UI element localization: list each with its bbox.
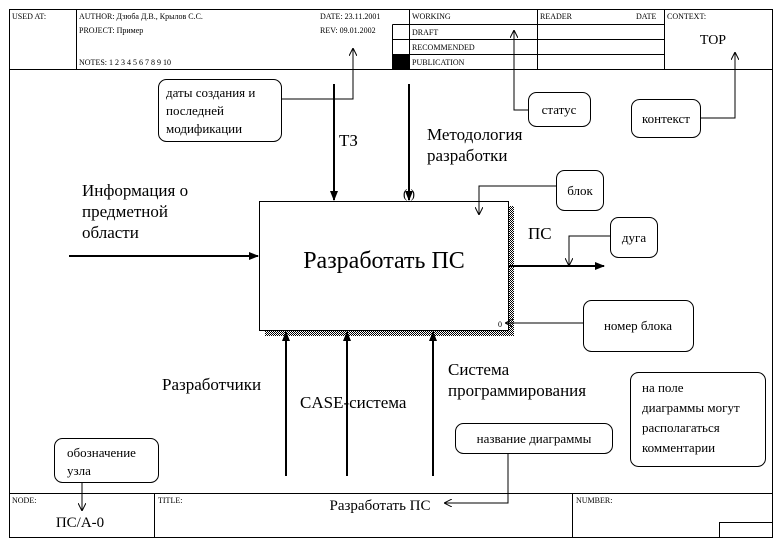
used-at-label: USED AT: — [12, 12, 46, 21]
function-block — [259, 201, 514, 336]
callout-block-text: блок — [567, 183, 593, 198]
callout-comments-line2: диаграммы могут — [642, 400, 740, 415]
callout-context-text: контекст — [642, 111, 690, 126]
status-working: WORKING — [412, 12, 451, 21]
context-value: TOP — [700, 33, 726, 48]
block-number: 0 — [498, 320, 502, 329]
author-field: AUTHOR: Дзюба Д.В., Крылов С.С. — [79, 12, 203, 21]
control-label-methodology-line2: разработки — [427, 146, 508, 165]
callout-dates-line2: последней — [166, 103, 224, 118]
mechanism-label-developers: Разработчики — [162, 375, 261, 394]
node-value: ПС/А-0 — [56, 515, 104, 531]
callout-comments-line1: на поле — [642, 380, 684, 395]
node-label: NODE: — [12, 496, 36, 505]
title-label: TITLE: — [158, 496, 182, 505]
project-field: PROJECT: Пример — [79, 26, 143, 35]
tunnel-mark: ( ) — [403, 186, 415, 201]
control-label-tz: ТЗ — [339, 131, 358, 150]
input-label-line3: области — [82, 223, 139, 242]
control-label-methodology-line1: Методология — [427, 125, 523, 144]
input-label-line1: Информация о — [82, 181, 188, 200]
notes-field: NOTES: 1 2 3 4 5 6 7 8 9 10 — [79, 58, 171, 67]
callout-status — [528, 92, 591, 127]
callout-dates-line3: модификации — [166, 121, 242, 136]
rev-field: REV: 09.01.2002 — [320, 26, 376, 35]
reader-date-label: DATE — [636, 12, 657, 21]
callout-node-line2: узла — [67, 463, 91, 478]
date-field: DATE: 23.11.2001 — [320, 12, 380, 21]
callout-boxes — [54, 79, 766, 483]
callout-node — [54, 438, 159, 483]
callout-block-number-text: номер блока — [604, 318, 672, 333]
mechanism-label-programming-line2: программирования — [448, 381, 586, 400]
input-label-line2: предметной — [82, 202, 168, 221]
callout-node-line1: обозначение — [67, 445, 136, 460]
context-label: CONTEXT: — [667, 12, 706, 21]
callout-arc-text: дуга — [622, 230, 646, 245]
reader-label: READER — [540, 12, 573, 21]
mechanism-label-programming-line1: Система — [448, 360, 510, 379]
mechanism-label-case: CASE-система — [300, 393, 407, 412]
status-publication: PUBLICATION — [412, 58, 465, 67]
callout-dates-line1: даты создания и — [166, 85, 255, 100]
block-title: Разработать ПС — [303, 248, 465, 274]
callout-arc — [610, 217, 658, 258]
callout-comments-line4: комментарии — [642, 440, 715, 455]
callout-block — [556, 170, 604, 211]
output-label: ПС — [528, 224, 552, 243]
callout-block-number — [583, 300, 694, 352]
footer-frame — [9, 493, 773, 538]
status-draft: DRAFT — [412, 28, 438, 37]
status-recommended: RECOMMENDED — [412, 43, 475, 52]
callout-comments-line3: располагаться — [642, 420, 720, 435]
callout-dates — [158, 79, 282, 142]
number-label: NUMBER: — [576, 496, 612, 505]
callout-status-text: статус — [542, 102, 577, 117]
callout-diagram-name — [455, 423, 613, 454]
callout-diagram-name-text: название диаграммы — [477, 431, 592, 446]
callout-comments — [630, 372, 766, 467]
callout-leaders — [82, 30, 735, 511]
callout-context — [631, 99, 701, 138]
diagram-title: Разработать ПС — [329, 498, 430, 514]
arcs: ( ) — [69, 84, 605, 476]
publication-marker — [393, 55, 409, 69]
